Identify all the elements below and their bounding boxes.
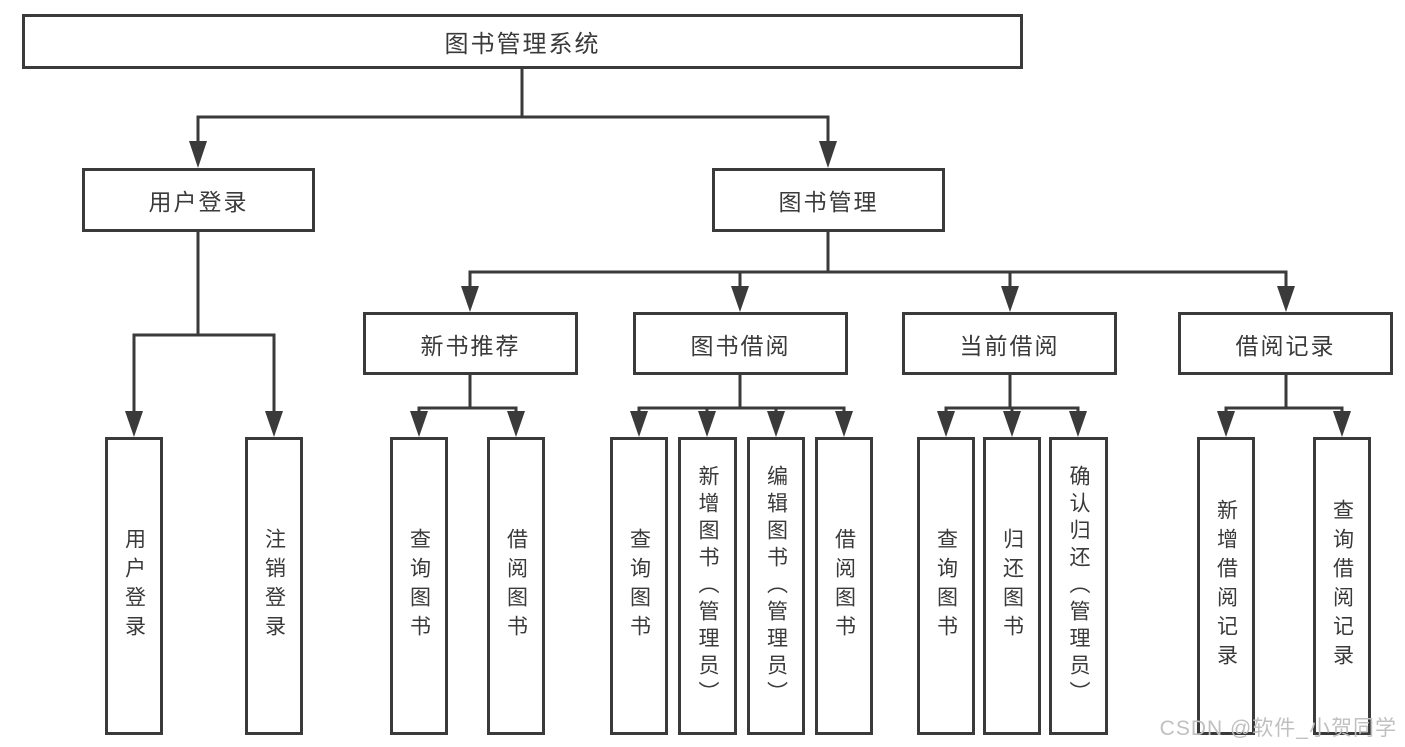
node-user-login: 用户登录 [82, 168, 315, 232]
connector-lines [132, 68, 1344, 415]
arrow-down-icon [1001, 286, 1019, 312]
arrow-down-icon [819, 141, 837, 168]
node-book-management: 图书管理 [712, 168, 945, 232]
arrow-down-icon [1333, 411, 1351, 437]
node-current-borrow: 当前借阅 [902, 312, 1117, 375]
leaf-add-books-admin: 新增图书（管理员） [678, 437, 737, 735]
node-borrow-records: 借阅记录 [1178, 312, 1393, 375]
arrow-down-icon [698, 411, 716, 437]
arrow-down-icon [189, 141, 207, 168]
arrow-down-icon [767, 411, 785, 437]
leaf-edit-books-admin: 编辑图书（管理员） [747, 437, 805, 735]
leaf-user-login: 用户登录 [105, 437, 163, 735]
arrow-down-icon [731, 286, 749, 312]
arrow-down-icon [1217, 411, 1235, 437]
leaf-query-books-borrow: 查询图书 [610, 437, 668, 735]
arrow-down-icon [507, 411, 525, 437]
leaf-query-books-recommend: 查询图书 [390, 437, 448, 735]
node-new-book-recommend: 新书推荐 [363, 312, 578, 375]
leaf-logout: 注销登录 [245, 437, 303, 735]
arrow-down-icon [937, 411, 955, 437]
arrow-down-icon [1003, 411, 1021, 437]
leaf-confirm-return-admin: 确认归还（管理员） [1049, 437, 1108, 735]
arrow-down-icon [1069, 411, 1087, 437]
leaf-borrow-books: 借阅图书 [815, 437, 873, 735]
arrow-down-icon [125, 411, 143, 437]
leaf-add-borrow-record: 新增借阅记录 [1197, 437, 1255, 735]
csdn-watermark: CSDN @软件_小贺同学 [1159, 717, 1397, 740]
arrow-down-icon [265, 411, 283, 437]
leaf-query-books-current: 查询图书 [917, 437, 975, 735]
arrow-down-icon [1277, 286, 1295, 312]
arrow-down-icon [835, 411, 853, 437]
arrow-down-icon [410, 411, 428, 437]
node-book-borrow: 图书借阅 [633, 312, 848, 375]
arrow-down-icon [630, 411, 648, 437]
leaf-return-books: 归还图书 [983, 437, 1041, 735]
node-library-management-system: 图书管理系统 [22, 14, 1023, 69]
arrow-down-icon [461, 286, 479, 312]
leaf-borrow-books-recommend: 借阅图书 [487, 437, 545, 735]
arrowheads [125, 141, 1351, 437]
leaf-query-borrow-record: 查询借阅记录 [1313, 437, 1371, 735]
